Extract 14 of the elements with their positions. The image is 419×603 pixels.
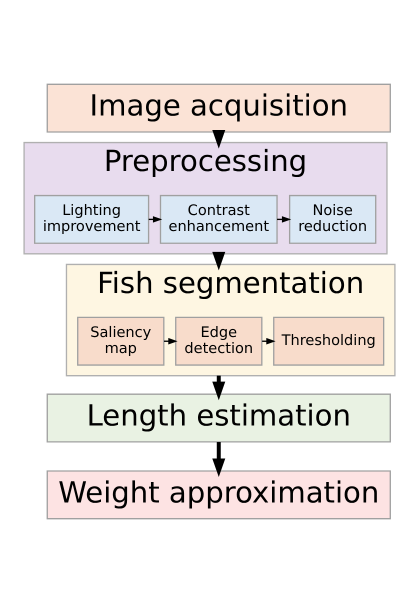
node-box: Length estimation	[46, 394, 391, 443]
arrow	[277, 216, 292, 223]
arrow	[262, 338, 276, 344]
arrow	[212, 442, 226, 478]
node-box: Lighting improvement	[34, 194, 150, 244]
node-box: Contrast enhancement	[160, 194, 278, 244]
node-box: Saliency map	[77, 316, 164, 366]
arrow	[148, 216, 162, 223]
arrow	[212, 130, 226, 149]
node-box: Thresholding	[273, 316, 384, 366]
node-box: Noise reduction	[288, 194, 376, 244]
node-box: Edge detection	[175, 316, 262, 366]
arrow	[164, 338, 178, 344]
node-box: Weight approximation	[46, 470, 391, 520]
